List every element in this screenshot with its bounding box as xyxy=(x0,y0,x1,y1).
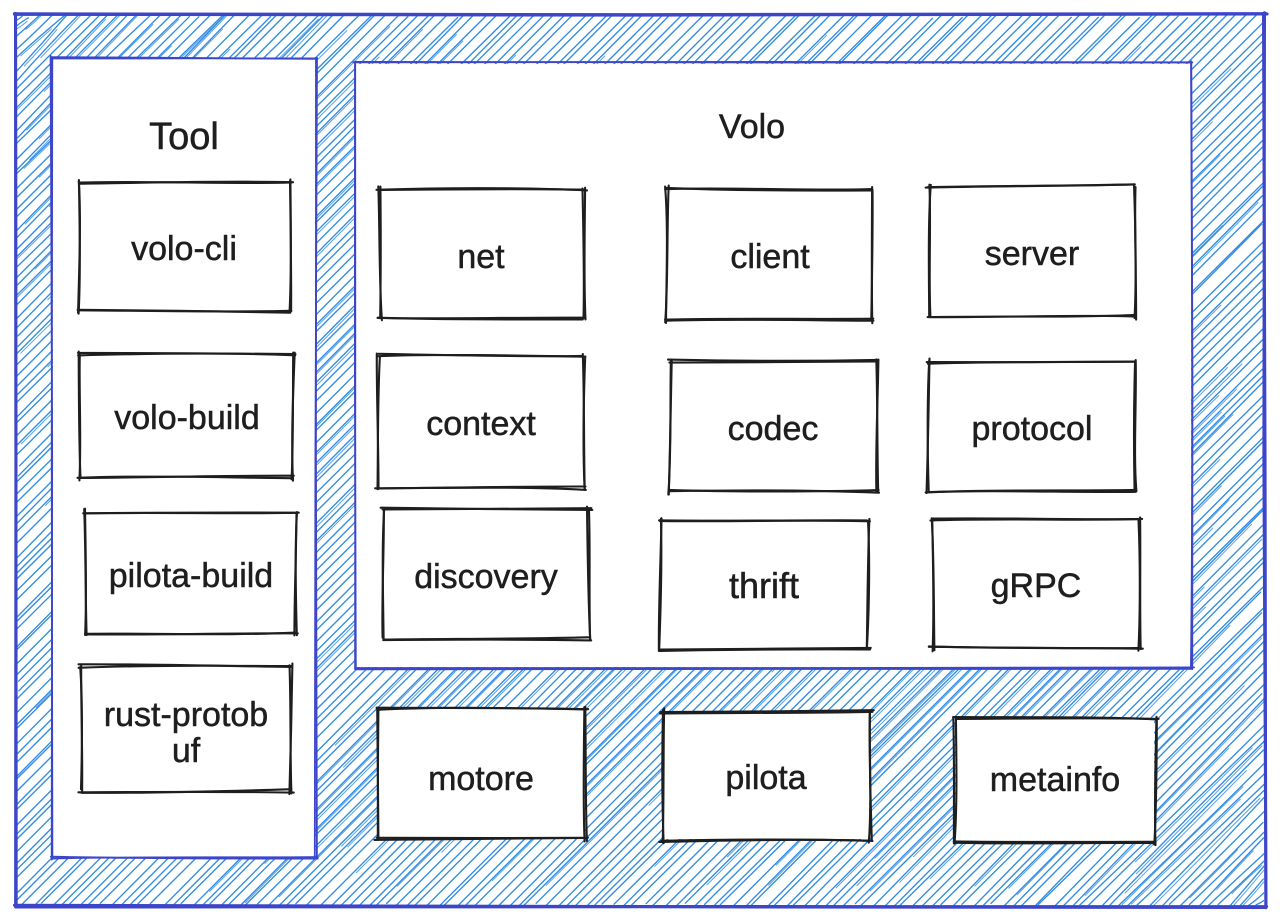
svg-text:protocol: protocol xyxy=(972,410,1093,448)
svg-text:volo-cli: volo-cli xyxy=(131,230,237,268)
svg-text:pilota: pilota xyxy=(725,759,806,797)
svg-text:motore: motore xyxy=(428,760,534,798)
svg-text:client: client xyxy=(730,238,810,276)
svg-text:context: context xyxy=(426,405,536,443)
svg-text:discovery: discovery xyxy=(414,558,558,596)
svg-text:server: server xyxy=(985,235,1079,273)
svg-text:thrift: thrift xyxy=(729,565,799,606)
svg-text:Volo: Volo xyxy=(719,108,785,146)
svg-text:rust-protob: rust-protob xyxy=(104,696,268,734)
svg-text:codec: codec xyxy=(728,410,819,448)
svg-text:metainfo: metainfo xyxy=(990,761,1120,799)
svg-text:pilota-build: pilota-build xyxy=(109,557,273,595)
svg-text:gRPC: gRPC xyxy=(991,567,1082,605)
svg-text:Tool: Tool xyxy=(149,116,219,158)
svg-text:net: net xyxy=(457,238,505,276)
svg-text:uf: uf xyxy=(172,732,201,770)
svg-text:volo-build: volo-build xyxy=(114,399,260,437)
